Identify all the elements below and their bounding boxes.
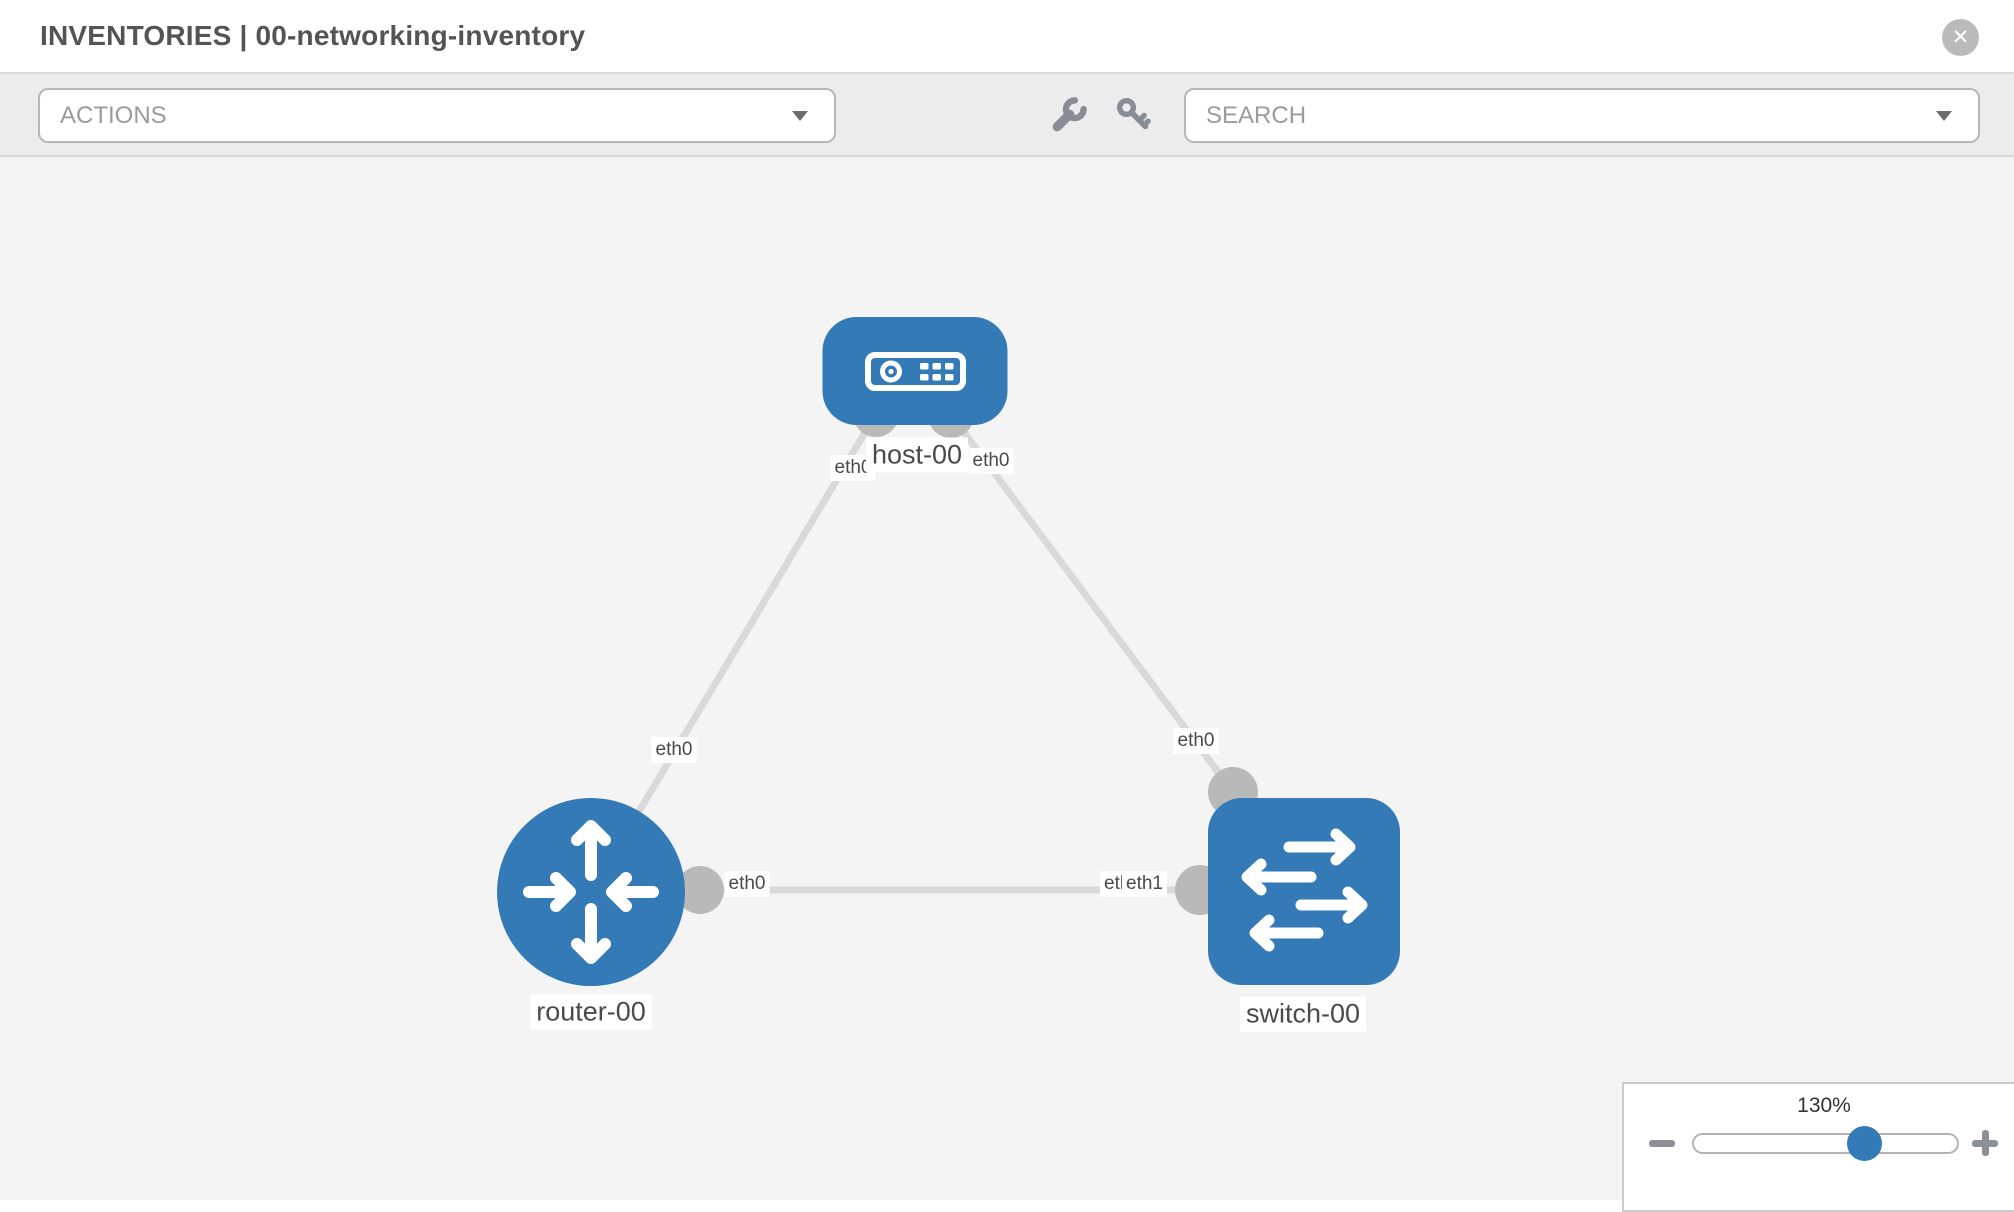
actions-dropdown[interactable]: ACTIONS bbox=[38, 88, 836, 143]
wrench-icon bbox=[1052, 97, 1087, 132]
zoom-slider-thumb[interactable] bbox=[1847, 1126, 1882, 1161]
close-button[interactable]: ✕ bbox=[1942, 19, 1979, 56]
topology-canvas[interactable]: eth0 eth0 eth0 eth0 eth0 eth0 eth1 host-… bbox=[0, 157, 2014, 1200]
zoom-level-label: 130% bbox=[1797, 1094, 1851, 1117]
zoom-slider-track[interactable] bbox=[1692, 1133, 1959, 1154]
interface-label-switch-eth0: eth0 bbox=[1173, 728, 1219, 754]
interface-label-host-eth0-right: eth0 bbox=[968, 448, 1014, 474]
toolbar: ACTIONS SEARCH bbox=[0, 74, 2014, 157]
search-dropdown[interactable]: SEARCH bbox=[1184, 88, 1980, 143]
search-dropdown-label: SEARCH bbox=[1206, 101, 1307, 129]
chevron-down-icon bbox=[1936, 110, 1952, 121]
zoom-in-button[interactable] bbox=[1970, 1128, 2000, 1158]
node-label-host-00: host-00 bbox=[865, 437, 969, 473]
interface-label-router-eth0-right: eth0 bbox=[724, 871, 770, 897]
router-icon bbox=[523, 820, 659, 964]
configure-wrench-button[interactable] bbox=[1046, 94, 1090, 138]
interface-label-switch-eth1: eth1 bbox=[1122, 871, 1167, 897]
node-label-switch-00: switch-00 bbox=[1239, 996, 1367, 1032]
close-icon: ✕ bbox=[1951, 26, 1970, 49]
credentials-key-button[interactable] bbox=[1113, 94, 1157, 138]
connector-router-eth0 bbox=[676, 866, 724, 914]
switch-icon bbox=[1241, 828, 1368, 952]
window-header: INVENTORIES | 00-networking-inventory ✕ bbox=[0, 0, 2014, 74]
interface-label-router-eth0-uplink: eth0 bbox=[651, 737, 697, 763]
key-icon bbox=[1116, 97, 1151, 130]
zoom-out-button[interactable] bbox=[1647, 1128, 1677, 1158]
zoom-panel: 130% bbox=[1622, 1082, 2014, 1212]
node-router-00[interactable] bbox=[497, 798, 685, 986]
host-icon bbox=[865, 352, 966, 391]
node-switch-00[interactable] bbox=[1208, 798, 1400, 985]
node-label-router-00: router-00 bbox=[530, 994, 652, 1030]
actions-dropdown-label: ACTIONS bbox=[60, 101, 167, 129]
chevron-down-icon bbox=[792, 110, 808, 121]
node-host-00[interactable] bbox=[822, 317, 1008, 425]
plus-icon-vbar bbox=[1981, 1130, 1989, 1156]
link-layer bbox=[587, 412, 1236, 894]
minus-icon bbox=[1649, 1140, 1675, 1147]
page-title: INVENTORIES | 00-networking-inventory bbox=[40, 20, 586, 51]
